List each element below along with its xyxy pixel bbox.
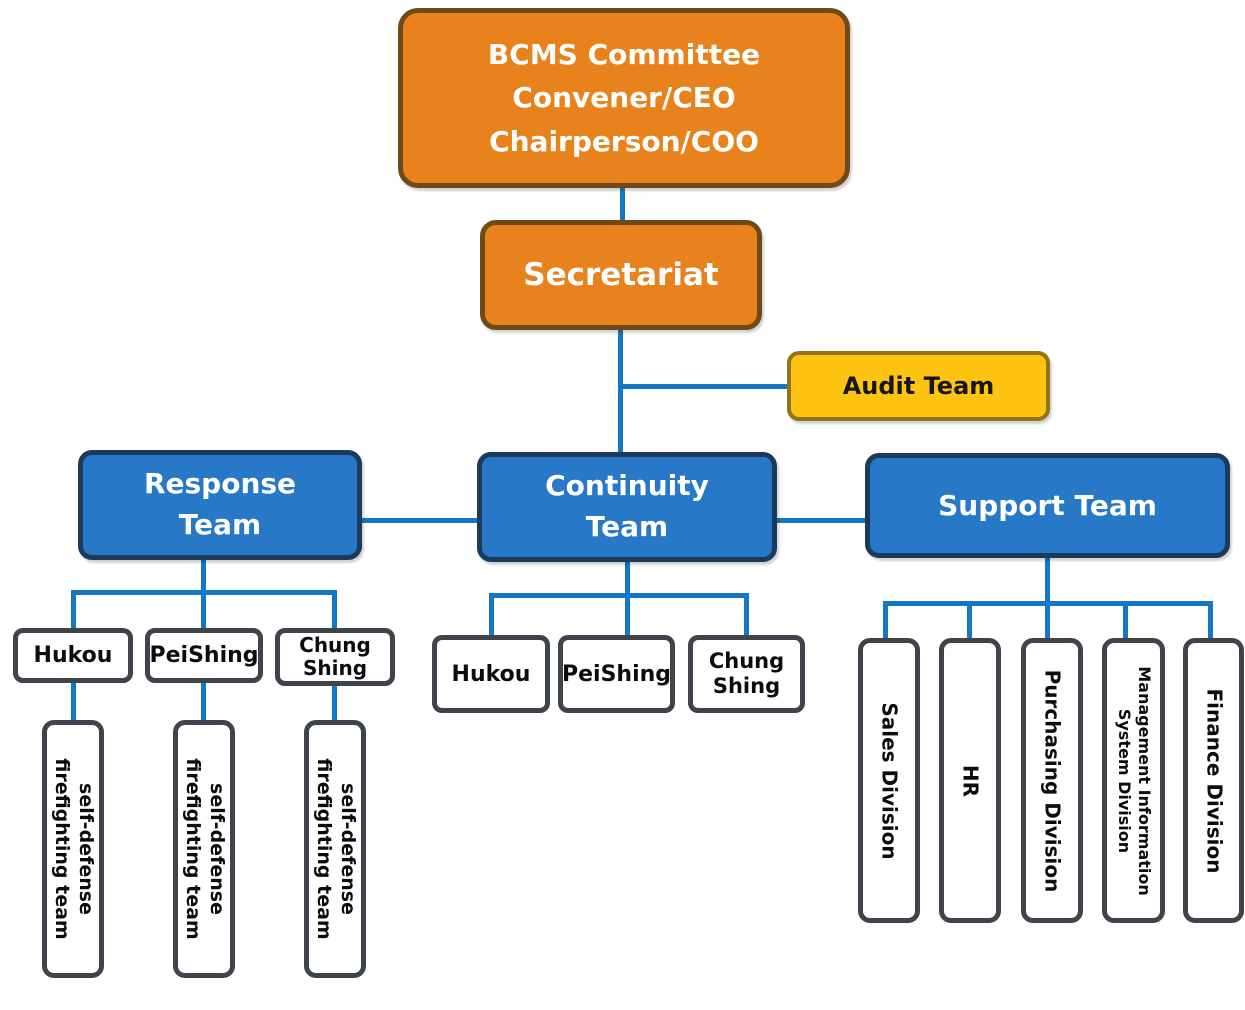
connector-support-drop-sales [883, 601, 888, 638]
connector-response-drop-peishing [201, 590, 206, 628]
node-sales-division: Sales Division [858, 638, 920, 923]
connector-support-drop-hr [967, 601, 972, 638]
connector-continuity-drop-hukou [489, 593, 494, 635]
node-firefighting-team-hukou-label: self-defense firefighting team [51, 758, 97, 940]
node-hr-label: HR [958, 764, 983, 797]
connector-secretariat-continuity [618, 328, 623, 454]
node-purchasing-division-label: Purchasing Division [1040, 669, 1065, 892]
connector-hukou-firefighting [71, 683, 76, 720]
node-response-team-label: Response Team [143, 467, 297, 541]
connector-support-stub [1045, 556, 1050, 606]
node-support-team-label: Support Team [938, 489, 1157, 522]
node-finance-division: Finance Division [1183, 638, 1244, 923]
connector-continuity-drop-peishing [625, 593, 630, 635]
connector-bcms-secretariat [620, 188, 625, 220]
node-peishing-continuity-label: PeiShing [561, 661, 672, 687]
node-firefighting-team-peishing: self-defense firefighting team [173, 720, 235, 978]
node-hukou-response: Hukou [13, 628, 133, 683]
node-chungshing-continuity: Chung Shing [688, 635, 805, 713]
node-hukou-continuity-label: Hukou [451, 661, 531, 687]
node-bcms-committee: BCMS Committee Convener/CEO Chairperson/… [398, 8, 850, 188]
node-management-information-system-division-label: Management Information System Division [1114, 665, 1154, 896]
node-firefighting-team-chungshing-label: self-defense firefighting team [313, 758, 359, 940]
node-hukou-continuity: Hukou [432, 635, 550, 713]
node-bcms-committee-label: BCMS Committee Convener/CEO Chairperson/… [487, 37, 761, 158]
connector-audit-branch [620, 384, 787, 389]
connector-continuity-support [775, 518, 867, 523]
node-continuity-team: Continuity Team [477, 452, 777, 562]
node-support-team: Support Team [865, 453, 1230, 558]
node-peishing-response: PeiShing [145, 628, 263, 683]
node-sales-division-label: Sales Division [877, 701, 902, 860]
connector-response-drop-hukou [71, 590, 76, 628]
node-firefighting-team-peishing-label: self-defense firefighting team [182, 758, 228, 940]
connector-response-drop-chungshing [332, 590, 337, 628]
node-firefighting-team-hukou: self-defense firefighting team [42, 720, 104, 978]
node-secretariat: Secretariat [480, 220, 762, 330]
connector-response-continuity [360, 518, 479, 523]
node-response-team: Response Team [78, 450, 362, 560]
connector-chungshing-firefighting [332, 686, 337, 720]
node-chungshing-response-label: Chung Shing [299, 633, 371, 680]
node-audit-team-label: Audit Team [842, 372, 995, 400]
node-peishing-response-label: PeiShing [149, 643, 259, 668]
node-firefighting-team-chungshing: self-defense firefighting team [304, 720, 366, 978]
node-chungshing-response: Chung Shing [275, 628, 395, 686]
node-hr: HR [939, 638, 1001, 923]
node-continuity-team-label: Continuity Team [545, 469, 709, 543]
node-hukou-response-label: Hukou [33, 643, 113, 668]
connector-continuity-drop-chungshing [744, 593, 749, 635]
node-audit-team: Audit Team [787, 351, 1050, 421]
connector-support-drop-mis [1123, 601, 1128, 638]
node-chungshing-continuity-label: Chung Shing [708, 648, 785, 698]
node-finance-division-label: Finance Division [1202, 688, 1226, 873]
connector-continuity-stub [625, 560, 630, 598]
node-management-information-system-division: Management Information System Division [1102, 638, 1165, 923]
node-peishing-continuity: PeiShing [558, 635, 675, 713]
node-purchasing-division: Purchasing Division [1021, 638, 1083, 923]
connector-peishing-firefighting [201, 683, 206, 720]
connector-continuity-rail [489, 593, 749, 598]
connector-response-stub [201, 558, 206, 595]
connector-support-drop-purchasing [1045, 601, 1050, 638]
connector-support-drop-finance [1208, 601, 1213, 638]
node-secretariat-label: Secretariat [523, 257, 719, 293]
